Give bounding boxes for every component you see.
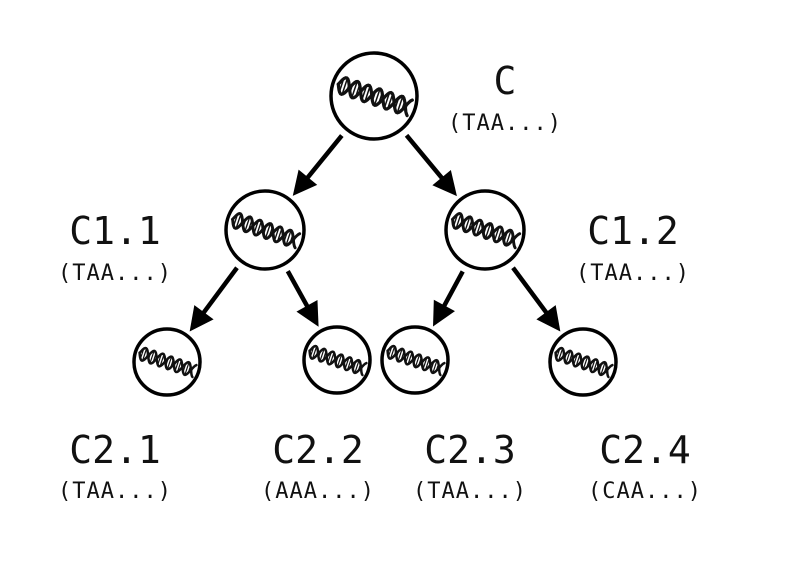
dna-helix-icon (336, 76, 414, 118)
cell-seq-c2-3: (TAA...) (413, 479, 527, 504)
cell-node-c1-1 (224, 189, 306, 271)
arrow-c-to-c1-2 (404, 133, 457, 197)
cell-name-c1-2: C1.2 (587, 209, 679, 253)
dna-helix-icon (308, 344, 368, 377)
cell-seq-c2-4: (CAA...) (588, 479, 702, 504)
cell-node-c2-3 (380, 325, 450, 395)
dna-helix-icon (231, 211, 302, 250)
cell-seq-c1-2: (TAA...) (576, 261, 690, 286)
cell-node-c1-2 (444, 189, 526, 271)
cell-name-c2-3: C2.3 (424, 428, 516, 472)
arrow-c1-1-to-c2-1 (189, 266, 239, 332)
arrow-c1-1-to-c2-2 (285, 270, 319, 327)
dna-helix-icon (386, 344, 446, 377)
arrow-c-to-c1-1 (292, 134, 344, 196)
cell-node-c2-2 (302, 325, 372, 395)
dna-helix-icon (451, 211, 522, 250)
cell-name-c2-4: C2.4 (599, 428, 691, 472)
cell-name-c2-2: C2.2 (272, 428, 364, 472)
cell-node-c2-1 (132, 327, 202, 397)
arrow-c1-2-to-c2-3 (433, 270, 465, 327)
dna-helix-icon (138, 346, 198, 379)
cell-seq-c1-1: (TAA...) (58, 261, 172, 286)
cell-name-c2-1: C2.1 (69, 428, 161, 472)
cell-name-c1-1: C1.1 (69, 209, 161, 253)
cell-name-c: C (493, 59, 517, 103)
arrow-c1-2-to-c2-4 (511, 266, 561, 332)
cell-seq-c2-2: (AAA...) (261, 479, 375, 504)
cell-node-c2-4 (548, 327, 618, 397)
cell-seq-c2-1: (TAA...) (58, 479, 172, 504)
dna-helix-icon (554, 346, 614, 379)
cell-node-c (329, 51, 419, 141)
cell-seq-c: (TAA...) (448, 111, 562, 136)
